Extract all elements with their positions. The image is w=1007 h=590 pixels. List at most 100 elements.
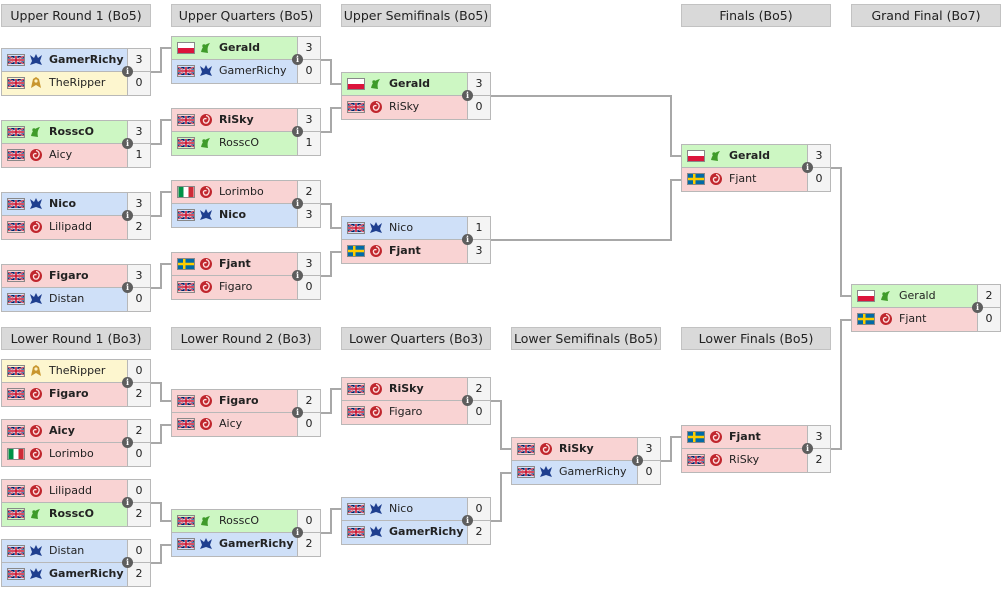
match-info-icon[interactable]: i xyxy=(122,66,133,77)
match-info-icon[interactable]: i xyxy=(292,198,303,209)
player-name[interactable]: Gerald xyxy=(389,77,430,90)
match-info-icon[interactable]: i xyxy=(122,557,133,568)
match-info-icon[interactable]: i xyxy=(462,395,473,406)
match-info-icon[interactable]: i xyxy=(122,210,133,221)
player-name[interactable]: GamerRichy xyxy=(559,465,627,478)
player-name-area[interactable]: GamerRichy xyxy=(2,563,129,586)
match-info-icon[interactable]: i xyxy=(122,437,133,448)
player-name-area[interactable]: GamerRichy xyxy=(172,533,299,556)
player-name-area[interactable]: Nico xyxy=(2,193,129,215)
player-name[interactable]: Nico xyxy=(389,502,414,515)
player-name[interactable]: RiSky xyxy=(559,442,594,455)
player-name-area[interactable]: Lilipadd xyxy=(2,216,129,239)
match-info-icon[interactable]: i xyxy=(462,515,473,526)
player-name-area[interactable]: Nico xyxy=(172,204,299,227)
player-name-area[interactable]: RossсO xyxy=(2,121,129,143)
player-name[interactable]: Lorimbo xyxy=(49,447,94,460)
player-name[interactable]: RiSky xyxy=(389,382,424,395)
player-name-area[interactable]: RossсO xyxy=(172,132,299,155)
match-info-icon[interactable]: i xyxy=(122,282,133,293)
player-name-area[interactable]: Gerald xyxy=(852,285,979,307)
player-name-area[interactable]: Lorimbo xyxy=(172,181,299,203)
match-info-icon[interactable]: i xyxy=(292,54,303,65)
player-name[interactable]: Nico xyxy=(389,221,414,234)
match-info-icon[interactable]: i xyxy=(802,443,813,454)
player-name[interactable]: Distan xyxy=(49,544,85,557)
match-info-icon[interactable]: i xyxy=(292,407,303,418)
player-name-area[interactable]: GamerRichy xyxy=(342,521,469,544)
player-name-area[interactable]: Fjant xyxy=(682,426,809,448)
player-name-area[interactable]: Gerald xyxy=(342,73,469,95)
player-name-area[interactable]: GamerRichy xyxy=(172,60,299,83)
match-info-icon[interactable]: i xyxy=(292,270,303,281)
match-info-icon[interactable]: i xyxy=(632,455,643,466)
player-name[interactable]: GamerRichy xyxy=(389,525,464,538)
player-name[interactable]: GamerRichy xyxy=(219,64,287,77)
player-name-area[interactable]: Gerald xyxy=(682,145,809,167)
player-name[interactable]: RiSky xyxy=(389,100,420,113)
player-name[interactable]: Aicy xyxy=(49,148,73,161)
player-name-area[interactable]: Figaro xyxy=(342,401,469,424)
match-info-icon[interactable]: i xyxy=(292,527,303,538)
player-name[interactable]: RiSky xyxy=(219,113,254,126)
player-name-area[interactable]: Fjant xyxy=(342,240,469,263)
player-name-area[interactable]: TheRipper xyxy=(2,72,129,95)
player-name-area[interactable]: Aicy xyxy=(172,413,299,436)
player-name[interactable]: Fjant xyxy=(729,430,761,443)
player-name[interactable]: Figaro xyxy=(219,280,253,293)
player-name-area[interactable]: Aicy xyxy=(2,420,129,442)
player-name[interactable]: GamerRichy xyxy=(49,53,124,66)
player-name-area[interactable]: Aicy xyxy=(2,144,129,167)
player-name[interactable]: Figaro xyxy=(49,387,89,400)
player-name-area[interactable]: Figaro xyxy=(2,265,129,287)
player-name[interactable]: Fjant xyxy=(899,312,927,325)
player-name-area[interactable]: Figaro xyxy=(2,383,129,406)
player-name[interactable]: TheRipper xyxy=(49,76,106,89)
player-name-area[interactable]: Figaro xyxy=(172,276,299,299)
player-name[interactable]: Figaro xyxy=(219,394,259,407)
player-name-area[interactable]: RiSky xyxy=(512,438,639,460)
player-name[interactable]: Fjant xyxy=(389,244,421,257)
player-name-area[interactable]: Fjant xyxy=(852,308,979,331)
player-name[interactable]: Gerald xyxy=(729,149,770,162)
player-name[interactable]: RiSky xyxy=(729,453,760,466)
player-name[interactable]: Fjant xyxy=(729,172,757,185)
player-name[interactable]: Lilipadd xyxy=(49,484,92,497)
match-info-icon[interactable]: i xyxy=(462,234,473,245)
player-name[interactable]: RossсO xyxy=(219,136,260,149)
match-info-icon[interactable]: i xyxy=(122,377,133,388)
player-name[interactable]: Aicy xyxy=(219,417,243,430)
player-name[interactable]: RossсO xyxy=(49,125,94,138)
match-info-icon[interactable]: i xyxy=(122,138,133,149)
player-name-area[interactable]: RossсO xyxy=(2,503,129,526)
